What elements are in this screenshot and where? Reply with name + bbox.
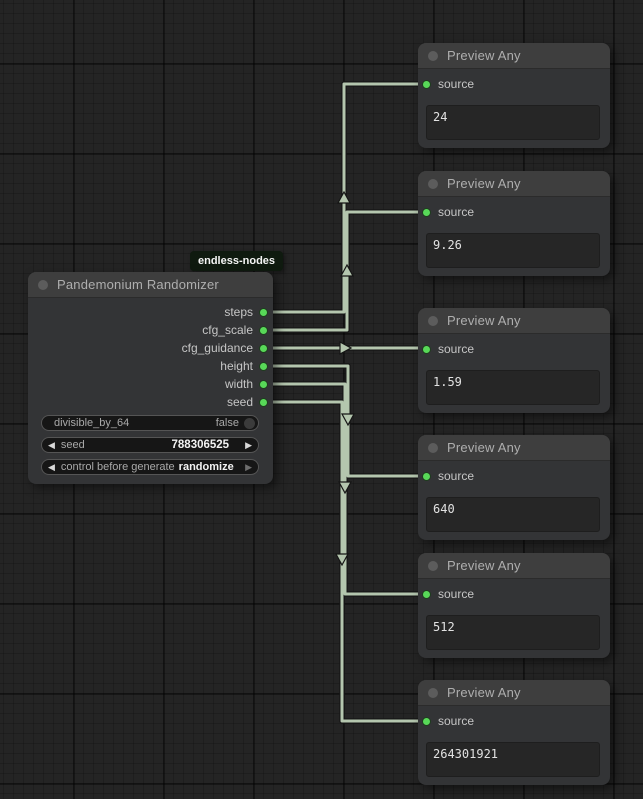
preview-value-display[interactable]: 264301921 <box>426 742 600 777</box>
output-label-cfg-scale: cfg_scale <box>202 323 253 337</box>
next-option-arrow-icon[interactable]: ▶ <box>245 462 252 472</box>
toggle-circle-icon[interactable] <box>244 417 255 429</box>
output-port-seed-icon[interactable] <box>259 397 268 407</box>
output-label-steps: steps <box>224 305 253 319</box>
input-label-source: source <box>438 587 475 601</box>
output-port-height-icon[interactable] <box>259 361 268 371</box>
collapse-dot-icon[interactable] <box>38 279 48 290</box>
increment-arrow-icon[interactable]: ▶ <box>245 440 252 450</box>
preview-value-display[interactable]: 9.26 <box>426 233 600 268</box>
node-title: Preview Any <box>447 48 521 63</box>
preview-node-1[interactable]: Preview Any source 24 <box>418 43 610 148</box>
node-titlebar[interactable]: Preview Any <box>418 680 610 706</box>
input-label-source: source <box>438 342 475 356</box>
collapse-dot-icon[interactable] <box>428 315 438 326</box>
preview-value-display[interactable]: 24 <box>426 105 600 140</box>
node-title: Preview Any <box>447 313 521 328</box>
prev-option-arrow-icon[interactable]: ◀ <box>48 462 55 472</box>
node-titlebar[interactable]: Preview Any <box>418 308 610 334</box>
widget-label: divisible_by_64 <box>54 417 130 429</box>
node-titlebar[interactable]: Pandemonium Randomizer <box>28 272 273 298</box>
node-titlebar[interactable]: Preview Any <box>418 435 610 461</box>
output-port-cfg-scale-icon[interactable] <box>259 325 268 335</box>
preview-node-5[interactable]: Preview Any source 512 <box>418 553 610 658</box>
preview-node-3[interactable]: Preview Any source 1.59 <box>418 308 610 413</box>
output-label-seed: seed <box>226 395 253 409</box>
collapse-dot-icon[interactable] <box>428 50 438 61</box>
input-label-source: source <box>438 205 475 219</box>
input-port-source-icon[interactable] <box>422 471 431 481</box>
input-port-source-icon[interactable] <box>422 207 431 217</box>
node-title: Pandemonium Randomizer <box>57 277 219 292</box>
preview-node-2[interactable]: Preview Any source 9.26 <box>418 171 610 276</box>
output-port-steps-icon[interactable] <box>259 307 268 317</box>
widget-value: false <box>215 417 239 429</box>
input-label-source: source <box>438 714 475 728</box>
wire-arrow-down-icon <box>334 553 350 567</box>
collapse-dot-icon[interactable] <box>428 178 438 189</box>
input-port-source-icon[interactable] <box>422 344 431 354</box>
output-port-width-icon[interactable] <box>259 379 268 389</box>
divisible-by-64-toggle[interactable]: divisible_by_64 false <box>41 415 259 431</box>
wire-arrow-up-icon <box>339 263 355 277</box>
node-title: Preview Any <box>447 685 521 700</box>
widget-label: control before generate <box>60 461 175 473</box>
widget-value[interactable]: randomize <box>178 461 234 473</box>
widget-label: seed <box>60 439 85 451</box>
preview-value-display[interactable]: 640 <box>426 497 600 532</box>
node-title: Preview Any <box>447 176 521 191</box>
input-label-source: source <box>438 77 475 91</box>
node-title: Preview Any <box>447 440 521 455</box>
preview-value-display[interactable]: 1.59 <box>426 370 600 405</box>
wire-arrow-down-icon <box>337 481 353 495</box>
input-port-source-icon[interactable] <box>422 79 431 89</box>
collapse-dot-icon[interactable] <box>428 442 438 453</box>
collapse-dot-icon[interactable] <box>428 687 438 698</box>
input-label-source: source <box>438 469 475 483</box>
node-titlebar[interactable]: Preview Any <box>418 43 610 69</box>
randomizer-node[interactable]: Pandemonium Randomizer steps cfg_scale c… <box>28 272 273 484</box>
node-titlebar[interactable]: Preview Any <box>418 171 610 197</box>
input-port-source-icon[interactable] <box>422 589 431 599</box>
node-title: Preview Any <box>447 558 521 573</box>
collapse-dot-icon[interactable] <box>428 560 438 571</box>
seed-number-widget[interactable]: ◀ seed 788306525 ▶ <box>41 437 259 453</box>
wire-arrow-down-icon <box>340 413 356 427</box>
wire-arrow-right-icon <box>339 340 353 356</box>
preview-node-4[interactable]: Preview Any source 640 <box>418 435 610 540</box>
preview-node-6[interactable]: Preview Any source 264301921 <box>418 680 610 785</box>
wire-arrow-up-icon <box>336 190 352 204</box>
preview-value-display[interactable]: 512 <box>426 615 600 650</box>
widget-value[interactable]: 788306525 <box>171 439 230 451</box>
output-label-cfg-guidance: cfg_guidance <box>181 341 253 355</box>
output-port-cfg-guidance-icon[interactable] <box>259 343 268 353</box>
output-label-width: width <box>224 377 253 391</box>
decrement-arrow-icon[interactable]: ◀ <box>48 440 55 450</box>
control-before-generate-widget[interactable]: ◀ control before generate randomize ▶ <box>41 459 259 475</box>
node-category-badge: endless-nodes <box>190 251 284 271</box>
node-titlebar[interactable]: Preview Any <box>418 553 610 579</box>
input-port-source-icon[interactable] <box>422 716 431 726</box>
output-label-height: height <box>220 359 253 373</box>
